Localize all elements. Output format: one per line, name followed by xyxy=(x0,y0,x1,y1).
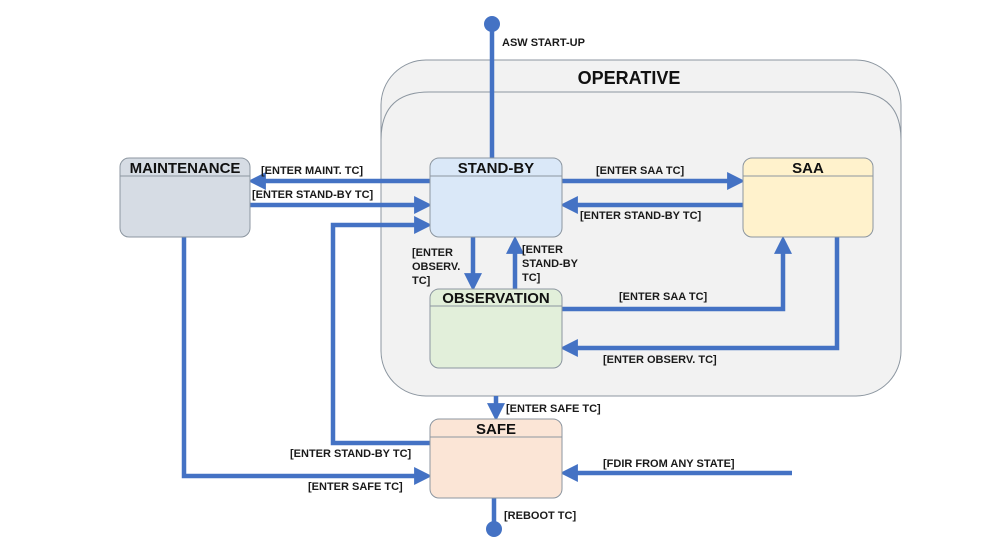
state-maintenance: MAINTENANCE xyxy=(119,157,251,238)
label-asw-startup: ASW START-UP xyxy=(502,37,585,49)
label-standby-to-obs: [ENTER OBSERV. TC] xyxy=(412,247,463,287)
label-obs-to-saa: [ENTER SAA TC] xyxy=(619,291,708,303)
arrow-maintenance-to-safe xyxy=(181,237,433,485)
label-reboot: [REBOOT TC] xyxy=(504,510,576,522)
state-safe: SAFE xyxy=(429,418,563,499)
reboot-end-dot xyxy=(486,521,502,537)
state-observation: OBSERVATION xyxy=(429,288,563,369)
transitions xyxy=(181,16,840,537)
label-obs-to-standby-line1: [ENTER xyxy=(522,244,563,256)
label-saa-to-obs: [ENTER OBSERV. TC] xyxy=(603,354,717,366)
safe-box xyxy=(429,418,563,499)
label-safe-to-standby: [ENTER STAND-BY TC] xyxy=(290,448,412,460)
label-obs-to-standby-line3: TC] xyxy=(522,272,541,284)
observation-box xyxy=(429,288,563,369)
state-standby: STAND-BY xyxy=(429,157,563,238)
transition-labels: ASW START-UP [ENTER MAINT. TC] [ENTER ST… xyxy=(252,37,735,522)
maintenance-title: MAINTENANCE xyxy=(130,160,241,177)
label-standby-to-obs-line1: [ENTER xyxy=(412,247,453,259)
label-maint-to-safe: [ENTER SAFE TC] xyxy=(308,481,403,493)
label-maint-to-standby: [ENTER STAND-BY TC] xyxy=(252,189,374,201)
state-saa: SAA xyxy=(742,157,874,238)
label-fdir: [FDIR FROM ANY STATE] xyxy=(603,458,735,470)
saa-box xyxy=(742,157,874,238)
label-obs-to-standby: [ENTER STAND-BY TC] xyxy=(522,244,581,284)
observation-title: OBSERVATION xyxy=(442,290,550,307)
label-operative-to-safe: [ENTER SAFE TC] xyxy=(506,403,601,415)
label-saa-to-standby: [ENTER STAND-BY TC] xyxy=(580,210,702,222)
arrow-safe-to-standby xyxy=(330,216,433,446)
label-standby-to-saa: [ENTER SAA TC] xyxy=(596,165,685,177)
label-standby-to-obs-line2: OBSERV. xyxy=(412,261,460,273)
label-obs-to-standby-line2: STAND-BY xyxy=(522,258,579,270)
standby-title: STAND-BY xyxy=(458,160,534,177)
arrow-observation-to-saa xyxy=(562,235,792,312)
safe-title: SAFE xyxy=(476,421,516,438)
maintenance-box xyxy=(119,157,251,238)
saa-title: SAA xyxy=(792,160,824,177)
standby-box xyxy=(429,157,563,238)
label-standby-to-obs-line3: TC] xyxy=(412,275,431,287)
operative-title: OPERATIVE xyxy=(578,68,681,88)
arrow-saa-to-observation xyxy=(559,237,840,357)
initial-state-dot xyxy=(484,16,500,32)
operative-group-inner-edge xyxy=(380,91,902,141)
label-enter-maint-tc: [ENTER MAINT. TC] xyxy=(261,165,363,177)
